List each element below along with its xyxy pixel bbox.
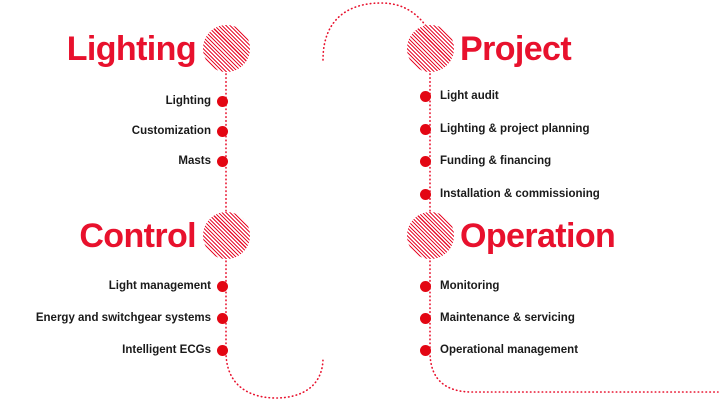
list-item-label: Maintenance & servicing <box>440 312 575 324</box>
bullet-dot-icon <box>217 155 228 167</box>
list-item[interactable]: Lighting <box>166 93 228 109</box>
list-item-label: Light management <box>108 280 211 292</box>
list-item[interactable]: Customization <box>132 123 228 139</box>
bullet-dot-icon <box>420 280 431 292</box>
list-item[interactable]: Intelligent ECGs <box>122 342 228 358</box>
list-item-label: Lighting <box>165 95 211 107</box>
list-item[interactable]: Monitoring <box>420 278 499 294</box>
list-item-label: Energy and switchgear systems <box>35 312 211 324</box>
list-item-label: Funding & financing <box>440 155 552 167</box>
hatched-circle-icon-control <box>203 212 250 259</box>
list-item-label: Masts <box>178 155 211 167</box>
bullet-dot-icon <box>420 312 431 324</box>
list-item[interactable]: Energy and switchgear systems <box>36 310 228 326</box>
list-item[interactable]: Light audit <box>420 88 499 104</box>
bullet-dot-icon <box>217 344 228 356</box>
list-item[interactable]: Funding & financing <box>420 153 551 169</box>
list-item[interactable]: Installation & commissioning <box>420 186 600 202</box>
list-item-label: Intelligent ECGs <box>122 344 211 356</box>
bullet-dot-icon <box>420 123 431 135</box>
list-item[interactable]: Masts <box>178 153 228 169</box>
bottom-left-loop <box>225 351 324 399</box>
list-item[interactable]: Light management <box>109 278 228 294</box>
hatched-circle-icon-lighting <box>203 25 250 72</box>
bottom-right-tail <box>429 351 719 393</box>
list-item[interactable]: Maintenance & servicing <box>420 310 575 326</box>
section-heading-control: Control <box>79 217 196 255</box>
list-item-label: Monitoring <box>440 280 500 292</box>
bullet-dot-icon <box>420 155 431 167</box>
bullet-dot-icon <box>420 344 431 356</box>
list-item-label: Light audit <box>440 90 499 102</box>
list-item[interactable]: Operational management <box>420 342 578 358</box>
section-heading-lighting: Lighting <box>66 30 197 68</box>
bullet-dot-icon <box>217 312 228 324</box>
hatched-circle-icon-operation <box>407 212 454 259</box>
bullet-dot-icon <box>420 188 431 200</box>
bullet-dot-icon <box>420 90 431 102</box>
section-heading-project: Project <box>460 30 572 68</box>
section-heading-operation: Operation <box>460 217 616 255</box>
bullet-dot-icon <box>217 125 228 137</box>
list-item-label: Installation & commissioning <box>440 188 600 200</box>
list-item-label: Lighting & project planning <box>440 123 590 135</box>
list-item[interactable]: Lighting & project planning <box>420 121 589 137</box>
hatched-circle-icon-project <box>407 25 454 72</box>
bullet-dot-icon <box>217 280 228 292</box>
bullet-dot-icon <box>217 95 228 107</box>
list-item-label: Operational management <box>440 344 579 356</box>
list-item-label: Customization <box>131 125 211 137</box>
